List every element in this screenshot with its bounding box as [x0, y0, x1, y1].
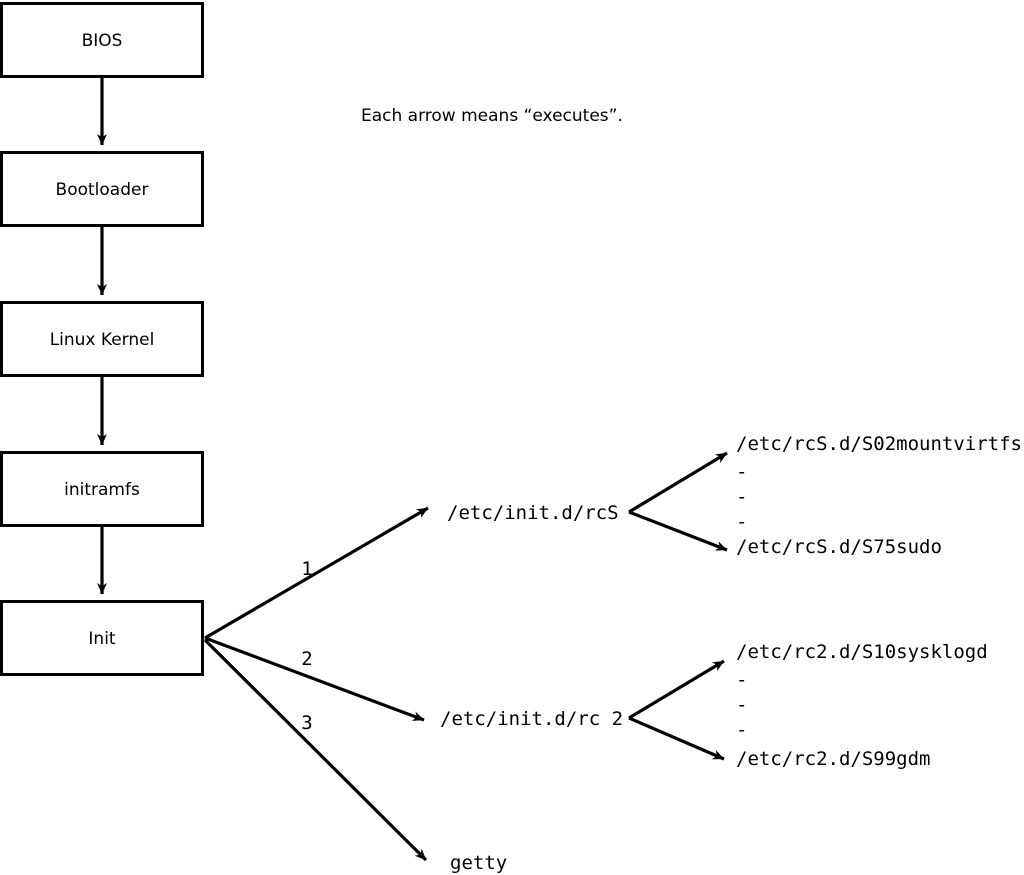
- box-bootloader-outline: [0, 151, 204, 227]
- rcs-ellipsis-dash-3: -: [736, 511, 747, 533]
- edge-init-to-getty: [203, 638, 428, 862]
- box-initramfs-outline: [0, 451, 204, 527]
- rcs-fanout-edges: [628, 451, 728, 552]
- edge-init-to-rc2: [204, 636, 425, 722]
- edge-rcs-to-s02mountvirtfs: [628, 451, 728, 514]
- node-etc-rc2d-s99gdm[interactable]: /etc/rc2.d/S99gdm: [736, 748, 930, 770]
- rc2-ellipsis-dash-3: -: [736, 719, 747, 741]
- edge-label-2: 2: [301, 648, 312, 670]
- box-initramfs[interactable]: initramfs: [0, 451, 204, 527]
- rcs-ellipsis-dash-1: -: [736, 461, 747, 483]
- edge-label-3: 3: [301, 712, 312, 734]
- node-etc-rc2d-s10sysklogd[interactable]: /etc/rc2.d/S10sysklogd: [736, 641, 988, 663]
- node-etc-rcsd-s02mountvirtfs[interactable]: /etc/rcS.d/S02mountvirtfs: [736, 433, 1022, 455]
- node-etc-init-d-rc-2[interactable]: /etc/init.d/rc 2: [440, 708, 623, 730]
- edge-label-1: 1: [301, 558, 312, 580]
- box-init-outline: [0, 600, 204, 676]
- node-getty[interactable]: getty: [450, 852, 507, 874]
- box-init-label: Init: [88, 629, 116, 649]
- box-bios-outline: [0, 2, 204, 78]
- node-etc-rcsd-s75sudo[interactable]: /etc/rcS.d/S75sudo: [736, 536, 942, 558]
- box-linux-kernel-outline: [0, 301, 204, 377]
- rc2-ellipsis-dash-1: -: [736, 669, 747, 691]
- edge-rc2-to-s10sysklogd: [628, 659, 725, 720]
- box-bios-label: BIOS: [82, 31, 123, 51]
- edge-order-labels: 1 2 3: [301, 558, 312, 734]
- rc2-fanout-edges: [628, 659, 725, 761]
- edge-init-to-rcs: [204, 506, 429, 640]
- edge-rc2-to-s99gdm: [628, 716, 725, 761]
- process-boxes: BIOS Bootloader Linux Kernel initramfs I…: [0, 2, 204, 676]
- box-bootloader-label: Bootloader: [56, 180, 149, 200]
- box-bootloader[interactable]: Bootloader: [0, 151, 204, 227]
- box-linux-kernel-label: Linux Kernel: [50, 330, 155, 350]
- rcs-ellipsis-dash-2: -: [736, 486, 747, 508]
- rc2-ellipsis-dash-2: -: [736, 694, 747, 716]
- legend-note: Each arrow means “executes”.: [361, 106, 623, 126]
- script-text-nodes: /etc/init.d/rcS /etc/init.d/rc 2 getty /…: [440, 433, 1022, 874]
- box-bios[interactable]: BIOS: [0, 2, 204, 78]
- box-init[interactable]: Init: [0, 600, 204, 676]
- init-fanout-edges: [203, 506, 429, 862]
- edge-rcs-to-s75sudo: [628, 510, 728, 552]
- box-initramfs-label: initramfs: [64, 480, 140, 500]
- node-etc-init-d-rcs[interactable]: /etc/init.d/rcS: [447, 502, 619, 524]
- ellipsis-dashes: - - - - - -: [736, 461, 747, 741]
- box-linux-kernel[interactable]: Linux Kernel: [0, 301, 204, 377]
